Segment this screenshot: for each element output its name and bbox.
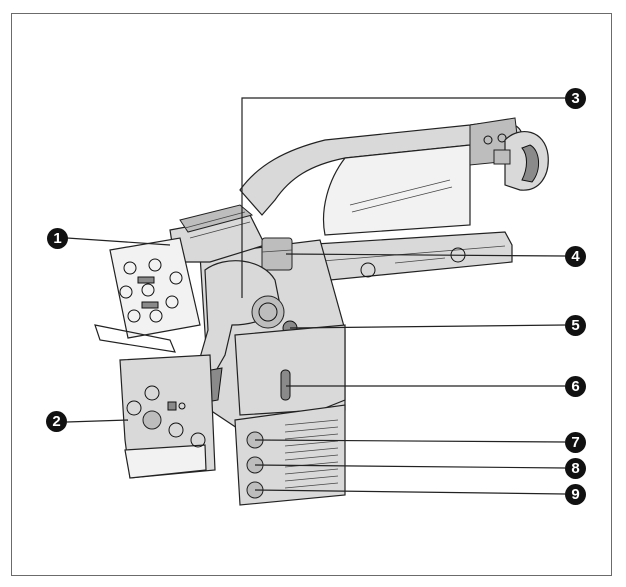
callout-badge-6: 6 bbox=[565, 376, 586, 397]
viewfinder-eyepiece bbox=[493, 131, 549, 191]
callout-badge-7: 7 bbox=[565, 432, 586, 453]
callout-badge-4: 4 bbox=[565, 246, 586, 267]
shoulder-rail bbox=[299, 231, 513, 283]
figure-frame bbox=[11, 13, 612, 576]
rear-body-lower bbox=[119, 324, 346, 506]
carry-handle bbox=[239, 117, 523, 236]
callout-badge-2: 2 bbox=[46, 411, 67, 432]
callout-badge-5: 5 bbox=[565, 315, 586, 336]
callout-badge-8: 8 bbox=[565, 458, 586, 479]
callout-badge-9: 9 bbox=[565, 484, 586, 505]
connector-panel-upper bbox=[94, 237, 201, 353]
callout-badge-1: 1 bbox=[47, 228, 68, 249]
callout-badge-3: 3 bbox=[565, 88, 586, 109]
leader-lines bbox=[66, 97, 566, 495]
